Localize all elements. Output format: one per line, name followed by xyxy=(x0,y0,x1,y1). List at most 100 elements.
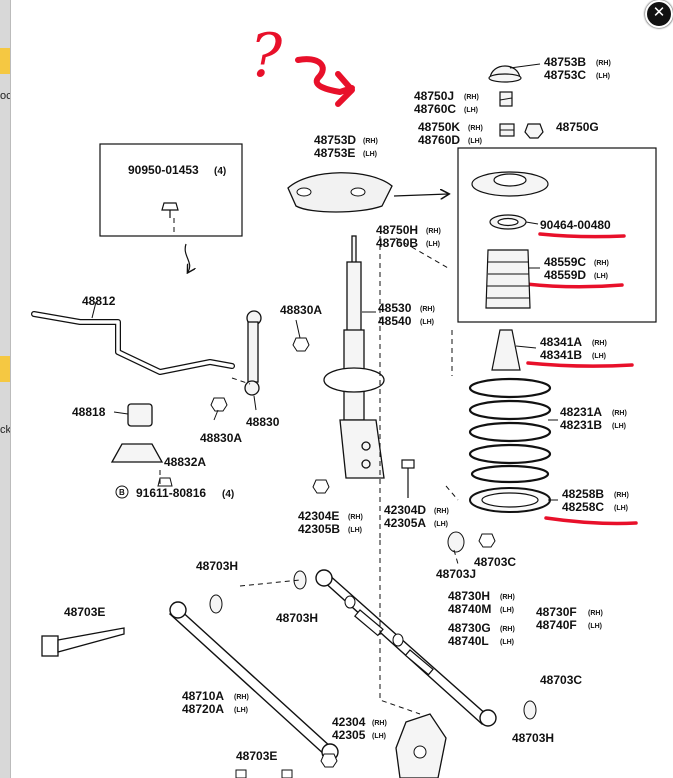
lateral-arm-icon xyxy=(315,569,497,727)
part-label-48760C: 48760C xyxy=(414,102,456,116)
washer-icon xyxy=(392,633,404,647)
lh-suffix: (LH) xyxy=(500,639,514,646)
leader-lines xyxy=(91,63,558,501)
bolt-91611-icon xyxy=(157,477,173,487)
lh-suffix: (LH) xyxy=(372,733,386,740)
lateral-arm-icon xyxy=(168,601,339,761)
lh-suffix: (LH) xyxy=(614,505,628,512)
part-label-48830: 48830 xyxy=(246,415,280,429)
lh-suffix: (LH) xyxy=(426,241,440,248)
bushing-48703H-icon xyxy=(293,570,307,590)
reference-circle-letter: B xyxy=(119,488,125,497)
rh-suffix: (RH) xyxy=(363,138,378,145)
lh-suffix: (LH) xyxy=(612,423,626,430)
part-label-48720A: 48720A xyxy=(182,702,224,716)
rh-suffix: (RH) xyxy=(500,626,515,633)
background-tab xyxy=(0,356,10,382)
handwritten-annotation: ? xyxy=(250,21,638,526)
part-label-48740L: 48740L xyxy=(448,634,489,648)
part-label-48750G: 48750G xyxy=(556,120,599,134)
rh-suffix: (RH) xyxy=(426,228,441,235)
lh-suffix: (LH) xyxy=(464,107,478,114)
rh-suffix: (RH) xyxy=(234,694,249,701)
coil-spring-icon xyxy=(468,377,552,484)
mount-hole-icon xyxy=(296,187,312,197)
background-text-fragment: ck xyxy=(0,424,11,436)
leader-lines xyxy=(159,218,459,715)
part-label-42304D: 42304D xyxy=(384,503,426,517)
long-bolt-48703E-icon xyxy=(41,627,125,657)
boot-ribs-icon xyxy=(487,261,530,299)
part-label-42304E: 42304E xyxy=(298,509,339,523)
question-mark-annotation: ? xyxy=(250,21,283,91)
nut-icon xyxy=(320,753,338,768)
part-label-42305: 42305 xyxy=(332,728,366,742)
part-label-48530: 48530 xyxy=(378,301,412,315)
red-underline-48258 xyxy=(544,516,638,526)
rh-suffix: (RH) xyxy=(592,340,607,347)
rh-suffix: (RH) xyxy=(464,94,479,101)
rh-suffix: (RH) xyxy=(594,260,609,267)
part-label-48753D: 48753D xyxy=(314,133,356,147)
part-label-48753E: 48753E xyxy=(314,146,355,160)
part-label-42305A: 42305A xyxy=(384,516,426,530)
nut-icon xyxy=(292,337,310,352)
part-label-90464: 90464-00480 xyxy=(540,218,611,232)
part-label-91611: 91611-80816 xyxy=(136,486,206,500)
upper-mount-plate-icon xyxy=(287,172,393,213)
background-page xyxy=(0,0,10,778)
part-label-48818: 48818 xyxy=(72,405,106,419)
mount-hole-icon xyxy=(350,187,366,197)
spring-seat-icon xyxy=(481,492,539,508)
part-label-48231A: 48231A xyxy=(560,405,602,419)
part-label-48830A-top: 48830A xyxy=(280,303,322,317)
part-label-48730G: 48730G xyxy=(448,621,491,635)
part-label-48703H-low: 48703H xyxy=(512,731,554,745)
part-label-48750K: 48750K xyxy=(418,120,460,134)
part-label-48760B: 48760B xyxy=(376,236,418,250)
rh-suffix: (RH) xyxy=(588,610,603,617)
part-label-42304: 42304 xyxy=(332,715,366,729)
stabilizer-bar-icon xyxy=(32,312,234,374)
qty-label: (4) xyxy=(214,166,226,177)
background-tab xyxy=(0,48,10,74)
background-text-fragment: oc xyxy=(0,90,12,102)
rh-suffix: (RH) xyxy=(614,492,629,499)
lh-suffix: (LH) xyxy=(348,527,362,534)
rh-suffix: (RH) xyxy=(434,508,449,515)
strut-mount-icon xyxy=(493,173,527,187)
lh-suffix: (LH) xyxy=(592,353,606,360)
rh-suffix: (RH) xyxy=(348,514,363,521)
right-arrow-icon xyxy=(393,194,448,196)
stabilizer-link-icon xyxy=(244,310,262,396)
part-label-48760D: 48760D xyxy=(418,133,460,147)
bolt-42304D-icon xyxy=(401,459,415,498)
bump-stopper-icon xyxy=(491,329,521,371)
lh-suffix: (LH) xyxy=(500,607,514,614)
rh-suffix: (RH) xyxy=(468,125,483,132)
part-label-48830A-low: 48830A xyxy=(200,431,242,445)
nut-icon xyxy=(478,533,496,548)
lh-suffix: (LH) xyxy=(588,623,602,630)
red-underline-90464 xyxy=(538,232,626,239)
red-underline-48559 xyxy=(524,282,624,289)
bushing-48703H-icon xyxy=(209,594,223,614)
red-underline-48341 xyxy=(526,361,634,368)
bushing-bracket-icon xyxy=(110,443,164,463)
knuckle-hole-icon xyxy=(413,745,427,759)
bushing-48703C-icon xyxy=(523,700,537,720)
part-label-48703C-mid: 48703C xyxy=(474,555,516,569)
part-label-48730F: 48730F xyxy=(536,605,577,619)
close-button[interactable]: ✕ xyxy=(645,0,673,28)
part-label-48753B: 48753B xyxy=(544,55,586,69)
rh-suffix: (RH) xyxy=(596,60,611,67)
part-label-48703E-left: 48703E xyxy=(64,605,105,619)
lh-suffix: (LH) xyxy=(434,521,448,528)
stabilizer-bushing-icon xyxy=(127,403,153,427)
part-label-48740F: 48740F xyxy=(536,618,577,632)
nut-icon xyxy=(210,397,228,412)
part-label-48559C: 48559C xyxy=(544,255,586,269)
part-label-48750J: 48750J xyxy=(414,89,454,103)
part-label-48753C: 48753C xyxy=(544,68,586,82)
part-label-48540: 48540 xyxy=(378,314,412,328)
